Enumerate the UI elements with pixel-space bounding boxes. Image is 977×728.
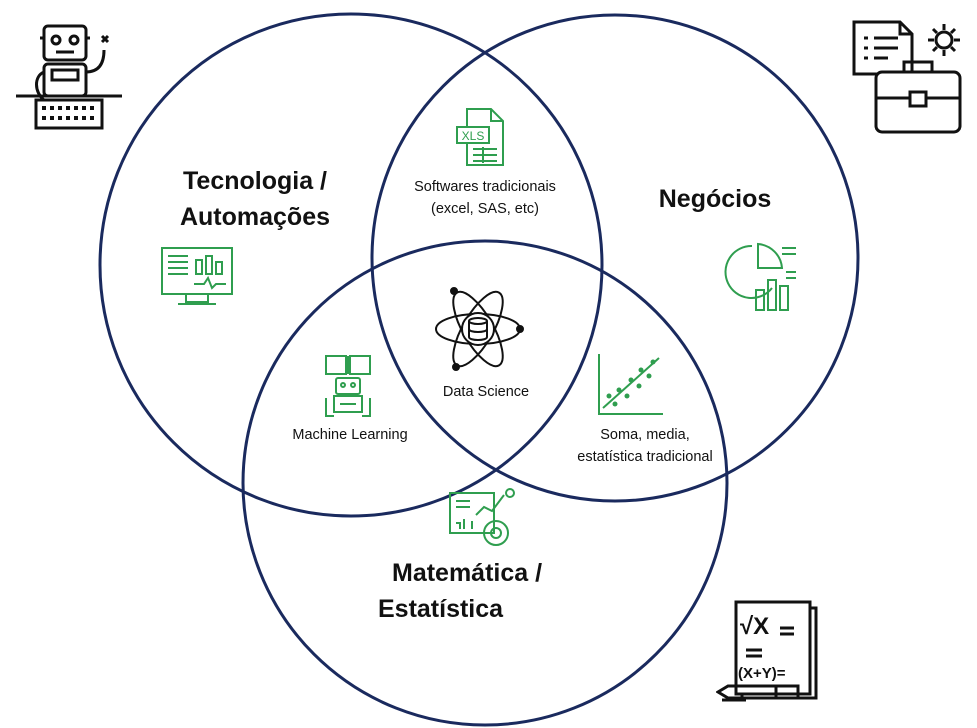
label-line: (excel, SAS, etc): [431, 201, 539, 217]
monitor-dashboard-icon: [161, 247, 233, 305]
circle-matematica: [241, 239, 729, 727]
label-line: Data Science: [442, 384, 530, 400]
atom-database-icon: [435, 287, 524, 371]
label-line: estatística tradicional: [577, 449, 713, 465]
label-softwares: Softwares tradicionais (excel, SAS, etc): [385, 176, 585, 220]
xls-text: XLS: [462, 129, 485, 143]
label-line: Tecnologia /: [183, 167, 327, 195]
label-line: Negócios: [658, 185, 772, 213]
label-machine-learning: Machine Learning: [270, 424, 430, 446]
xls-file-icon: XLS: [456, 108, 504, 166]
label-tecnologia: Tecnologia / Automações: [150, 163, 360, 235]
label-line: Automações: [179, 203, 331, 231]
label-matematica: Matemática / Estatística: [378, 555, 588, 627]
label-estatistica-tradicional: Soma, media, estatística tradicional: [560, 424, 730, 468]
math-expr-text: (X+Y)=: [738, 665, 786, 682]
business-chart-icon: [724, 242, 796, 311]
label-line: Estatística: [378, 595, 504, 623]
scatter-plot-icon: [598, 354, 663, 415]
label-data-science: Data Science: [416, 381, 556, 403]
label-line: Soma, media,: [600, 427, 690, 443]
dashboard-analytics-icon: [449, 488, 515, 546]
math-book-icon: √X (X+Y)=: [716, 600, 818, 702]
label-line: Machine Learning: [292, 427, 408, 443]
circle-negocios: [370, 13, 860, 503]
circle-tecnologia: [98, 12, 604, 518]
label-line: Matemática /: [392, 559, 543, 587]
label-negocios: Negócios: [640, 181, 790, 217]
label-line: Softwares tradicionais: [414, 179, 556, 195]
robot-reading-icon: [325, 355, 371, 417]
briefcase-document-icon: [852, 20, 962, 134]
math-sqrt-text: √X: [740, 613, 769, 640]
robot-keyboard-icon: [16, 24, 122, 130]
